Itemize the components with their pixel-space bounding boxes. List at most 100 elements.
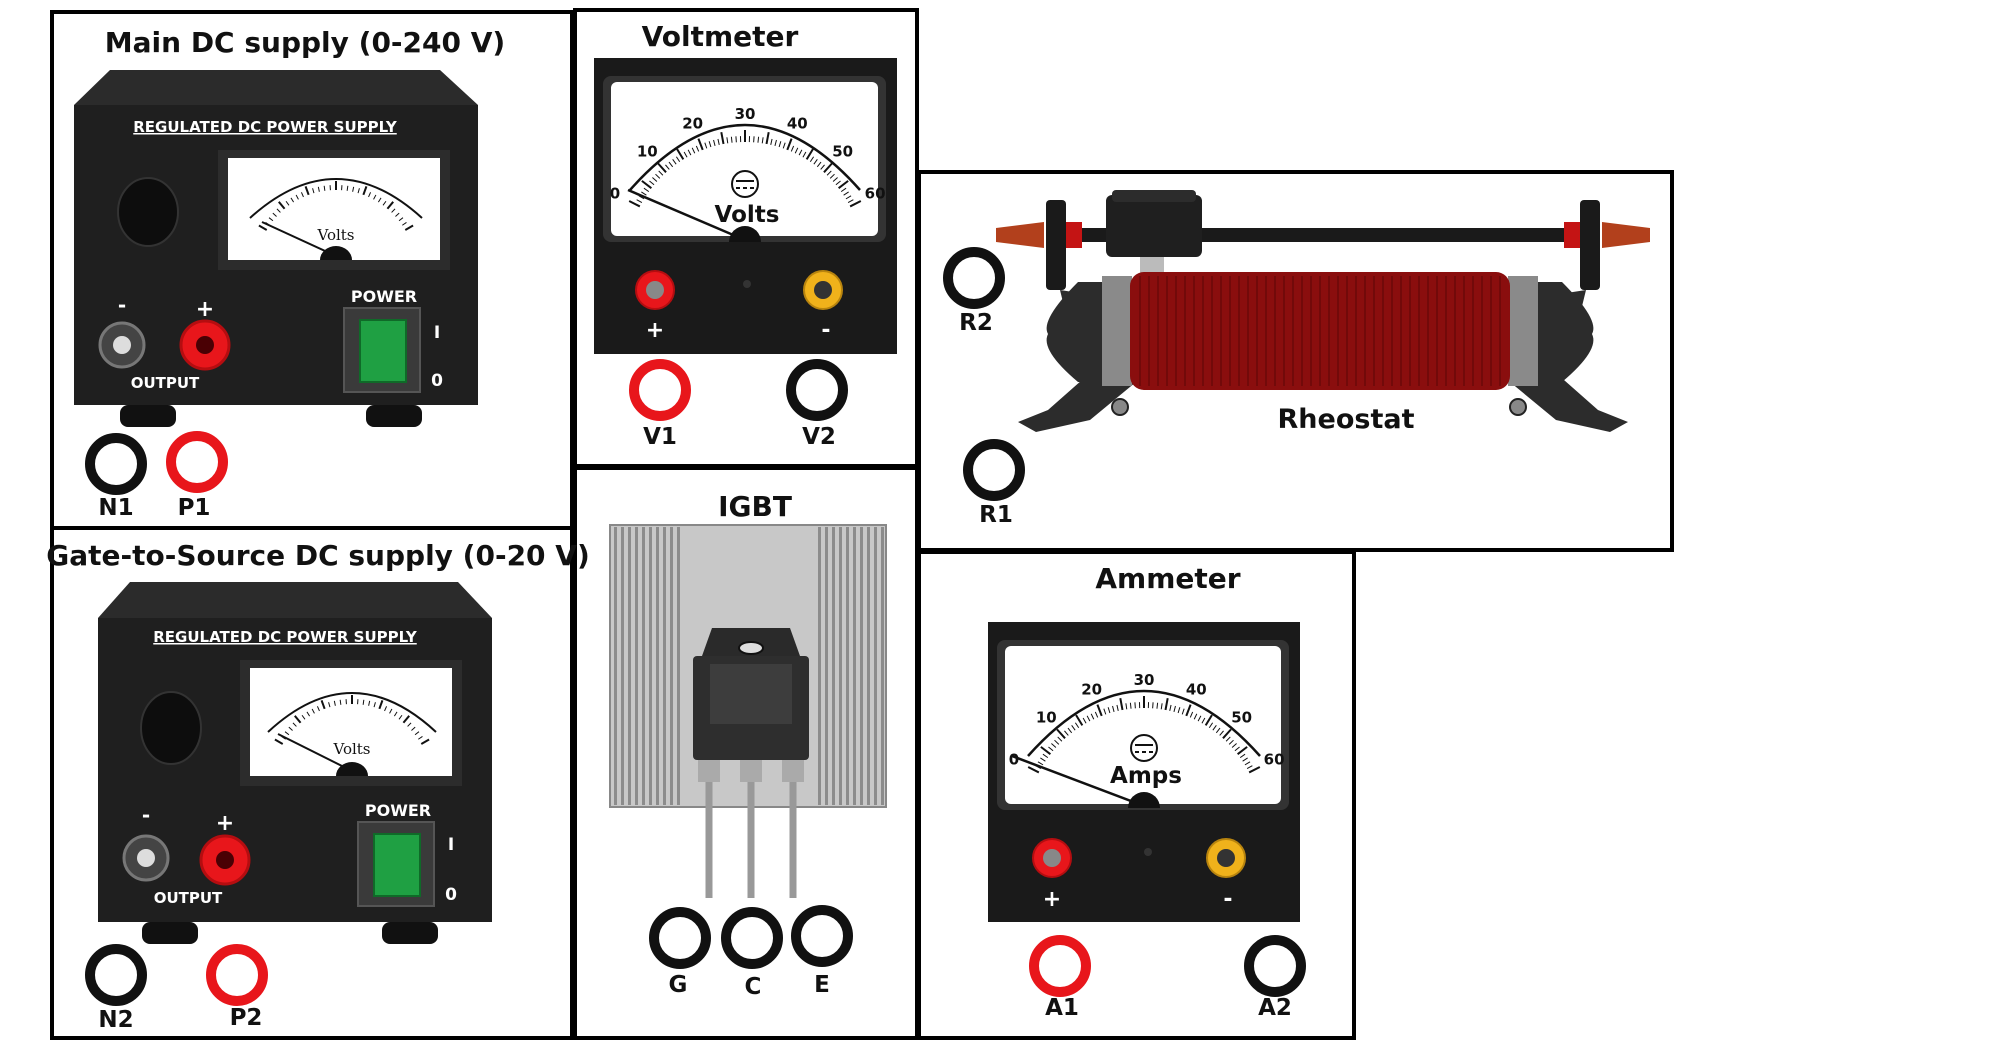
- rheostat-device: [996, 190, 1650, 432]
- meter-tick: [333, 700, 336, 706]
- meter-tick: [1248, 766, 1261, 774]
- voltmeter-needle: [627, 188, 746, 242]
- main-dc-knob[interactable]: [117, 177, 179, 247]
- voltmeter-pivot: [729, 226, 761, 242]
- gate-dc-output-label: OUTPUT: [154, 889, 223, 907]
- meter-scale-number: 40: [1186, 681, 1207, 699]
- meter-tick: [757, 136, 760, 143]
- main-dc-power-switch[interactable]: [359, 319, 407, 383]
- meter-scale-number: 60: [865, 185, 886, 203]
- meter-scale-number: 40: [787, 115, 808, 133]
- meter-tick: [386, 201, 394, 210]
- terminal-e[interactable]: [791, 905, 853, 967]
- meter-tick: [713, 139, 716, 146]
- heatsink-fin: [628, 527, 631, 805]
- meter-tick: [832, 177, 838, 182]
- meter-tick: [389, 708, 393, 714]
- meter-tick: [272, 212, 277, 217]
- main-dc-meter-face: [228, 158, 440, 260]
- gate-dc-knob[interactable]: [140, 691, 202, 765]
- heatsink-fin: [670, 527, 673, 805]
- meter-tick: [798, 149, 803, 156]
- terminal-a2[interactable]: [1244, 935, 1306, 997]
- heatsink-fin: [874, 527, 877, 805]
- meter-tick: [1237, 746, 1248, 755]
- voltmeter-plus-label: +: [646, 318, 664, 343]
- heatsink-fin: [635, 527, 638, 805]
- ammeter-minus-label: -: [1223, 887, 1232, 912]
- meter-scale-number: 30: [735, 105, 756, 123]
- meter-tick: [1054, 739, 1060, 745]
- rheostat-knob-right[interactable]: [1602, 222, 1650, 248]
- meter-scale-number: 30: [1134, 671, 1155, 689]
- terminal-c[interactable]: [721, 907, 783, 969]
- meter-tick: [840, 187, 847, 193]
- terminal-p2[interactable]: [206, 944, 268, 1006]
- terminal-c-label: C: [745, 974, 762, 1000]
- meter-tick: [1107, 707, 1111, 714]
- meter-tick: [1197, 715, 1202, 722]
- meter-tick: [672, 159, 677, 165]
- terminal-a1[interactable]: [1029, 935, 1091, 997]
- meter-tick: [316, 706, 320, 712]
- terminal-r1[interactable]: [963, 439, 1025, 501]
- ammeter-screw: [1144, 848, 1152, 856]
- meter-tick: [1246, 765, 1253, 770]
- gate-dc-meter-pivot: [336, 762, 368, 776]
- meter-tick: [398, 217, 404, 222]
- meter-tick: [641, 180, 652, 189]
- meter-tick: [1177, 707, 1181, 714]
- ammeter-pivot: [1128, 792, 1160, 808]
- meter-tick: [1064, 730, 1069, 736]
- meter-tick: [726, 137, 729, 144]
- meter-tick: [304, 186, 310, 196]
- meter-tick: [382, 200, 387, 206]
- terminal-r2[interactable]: [943, 247, 1005, 309]
- main-dc-plus-label: +: [196, 297, 214, 322]
- meter-tick: [1231, 743, 1237, 748]
- main-dc-meter-needle: [261, 221, 337, 257]
- rheostat-wiper-handle[interactable]: [1106, 195, 1202, 257]
- rheostat-terminal-left-red: [1066, 222, 1082, 248]
- meter-tick: [1042, 753, 1049, 759]
- terminal-g[interactable]: [649, 907, 711, 969]
- terminal-n2-label: N2: [98, 1007, 133, 1033]
- heatsink-fin: [853, 527, 856, 805]
- meter-scale-number: 60: [1264, 751, 1285, 769]
- voltmeter-face: [611, 82, 878, 236]
- meter-scale-number: 0: [610, 185, 620, 203]
- terminal-v2[interactable]: [786, 359, 848, 421]
- meter-tick: [802, 151, 807, 158]
- meter-tick: [809, 156, 815, 162]
- meter-tick: [274, 738, 284, 745]
- meter-tick: [765, 131, 770, 145]
- voltmeter-positive-jack-core: [646, 281, 664, 299]
- terminal-n1[interactable]: [85, 433, 147, 495]
- meter-tick: [1242, 757, 1248, 762]
- heatsink-fin: [881, 527, 884, 805]
- heatsink-fin: [832, 527, 835, 805]
- meter-tick: [708, 141, 712, 148]
- meter-tick: [668, 161, 674, 168]
- meter-tick: [847, 199, 854, 204]
- terminal-r1-label: R1: [979, 502, 1013, 528]
- meter-tick: [285, 200, 290, 206]
- meter-tick: [687, 149, 692, 156]
- terminal-v1[interactable]: [629, 359, 691, 421]
- rheostat-knob-left[interactable]: [996, 222, 1044, 248]
- meter-tick: [843, 191, 849, 196]
- terminal-g-label: G: [669, 972, 688, 998]
- gate-dc-power-switch[interactable]: [373, 833, 421, 897]
- meter-tick: [1096, 704, 1103, 717]
- meter-tick: [384, 706, 388, 712]
- meter-tick: [1090, 713, 1095, 720]
- dc-symbol-icon: [1130, 734, 1158, 762]
- meter-tick: [1215, 727, 1221, 734]
- terminal-n2[interactable]: [85, 944, 147, 1006]
- rheostat-terminal-right-red: [1564, 222, 1580, 248]
- meter-tick: [1156, 702, 1159, 709]
- meter-tick: [649, 180, 655, 186]
- meter-tick: [411, 726, 416, 731]
- terminal-p1[interactable]: [166, 431, 228, 493]
